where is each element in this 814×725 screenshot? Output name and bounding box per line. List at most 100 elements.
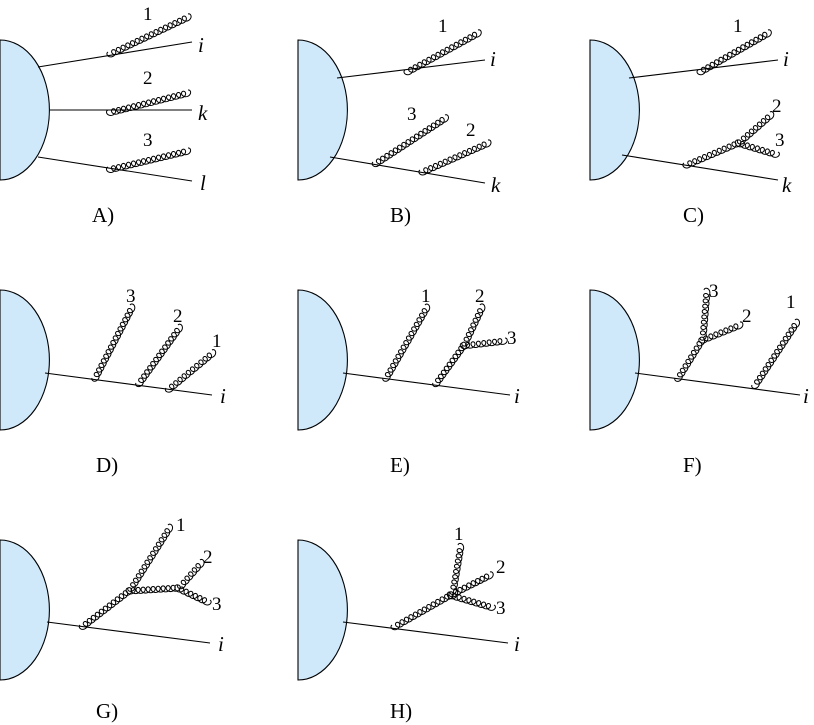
gluon <box>135 323 183 388</box>
quark-line <box>336 59 486 79</box>
gluon <box>174 584 212 606</box>
leg-label: k <box>198 101 208 125</box>
panel-f: 3 2 1 i F) <box>589 281 809 477</box>
blob <box>0 289 50 431</box>
panel-caption: F) <box>683 453 702 477</box>
panel-caption: H) <box>390 699 412 723</box>
gluon-label: 2 <box>203 547 213 568</box>
gluon <box>403 29 482 76</box>
gluon <box>449 542 465 595</box>
leg-label: i <box>514 384 520 408</box>
leg-label: i <box>218 632 224 656</box>
leg-label: i <box>803 384 809 408</box>
panel-caption: C) <box>683 203 704 227</box>
gluon <box>674 336 706 382</box>
gluon-label: 3 <box>775 130 785 151</box>
gluon <box>106 13 192 58</box>
gluon-label: 3 <box>507 328 517 349</box>
blob <box>297 539 348 681</box>
panel-caption: B) <box>390 203 411 227</box>
quark-line <box>342 372 511 396</box>
leg-label: i <box>198 33 204 57</box>
leg-label: i <box>490 47 496 71</box>
gluon <box>682 139 742 169</box>
gluon-label: 3 <box>407 104 417 125</box>
gluon <box>432 341 467 388</box>
gluon-label: 1 <box>143 4 153 25</box>
gluon <box>125 584 181 595</box>
panel-g: 1 2 3 i G) <box>0 515 224 723</box>
gluon <box>382 303 431 382</box>
gluon-label: 1 <box>176 515 186 536</box>
gluon <box>736 111 775 145</box>
gluon <box>78 587 133 630</box>
leg-label: i <box>783 47 789 71</box>
gluon-label: 1 <box>438 16 448 37</box>
gluon <box>751 318 801 389</box>
gluon-label: 3 <box>212 594 222 615</box>
panel-caption: G) <box>96 699 118 723</box>
quark-line <box>329 156 486 184</box>
leg-label: k <box>491 173 501 197</box>
gluon <box>418 139 492 176</box>
leg-label: l <box>200 171 206 195</box>
leg-label: k <box>782 173 792 197</box>
panel-caption: D) <box>96 453 118 477</box>
quark-line <box>44 372 213 396</box>
blob <box>297 39 348 181</box>
gluon <box>177 558 205 590</box>
gluon <box>459 337 508 350</box>
gluon <box>390 591 454 631</box>
gluon <box>448 571 494 598</box>
panel-d: 3 2 1 i D) <box>0 286 226 477</box>
gluon <box>164 349 217 393</box>
gluon <box>105 147 192 174</box>
gluon-label: 2 <box>772 96 782 117</box>
quark-line <box>634 372 801 396</box>
panel-e: 1 2 3 i E) <box>297 286 520 477</box>
panel-c: 1 2 3 i k C) <box>589 16 792 227</box>
gluon-label: 1 <box>733 16 743 37</box>
gluon <box>698 321 744 344</box>
gluon-label: 2 <box>143 68 153 89</box>
gluon <box>734 139 780 158</box>
panel-a: 1 2 3 i k l A) <box>0 4 208 227</box>
gluon-label: 2 <box>496 557 506 578</box>
gluon-label: 3 <box>496 598 506 619</box>
gluon <box>371 114 449 168</box>
blob <box>589 289 640 431</box>
leg-label: i <box>514 632 520 656</box>
blob <box>297 289 348 431</box>
gluon-label: 1 <box>212 331 222 352</box>
gluon <box>105 89 192 116</box>
gluon <box>461 303 486 347</box>
gluon-label: 1 <box>421 286 431 307</box>
gluon-label: 2 <box>742 306 752 327</box>
gluon-label: 3 <box>709 281 719 302</box>
quark-line <box>46 621 211 644</box>
blob <box>0 39 50 181</box>
gluon-label: 3 <box>126 286 136 307</box>
panel-caption: E) <box>390 453 410 477</box>
gluon <box>696 29 772 76</box>
gluon <box>127 523 174 592</box>
quark-line <box>342 621 509 644</box>
gluon-label: 3 <box>143 130 153 151</box>
gluon <box>446 591 496 611</box>
gluon-label: 2 <box>173 306 183 327</box>
gluon-label: 2 <box>475 286 485 307</box>
blob <box>0 539 50 681</box>
quark-line <box>628 59 779 79</box>
quark-line <box>621 154 779 181</box>
panel-h: 1 2 3 i H) <box>297 524 520 723</box>
blob <box>589 39 640 181</box>
panel-b: 1 3 2 i k B) <box>297 16 501 227</box>
gluon-label: 1 <box>786 292 796 313</box>
panel-caption: A) <box>92 203 114 227</box>
gluon <box>91 303 136 382</box>
gluon-label: 1 <box>454 524 464 545</box>
gluon <box>699 287 711 341</box>
leg-label: i <box>220 384 226 408</box>
gluon-label: 2 <box>466 120 476 141</box>
